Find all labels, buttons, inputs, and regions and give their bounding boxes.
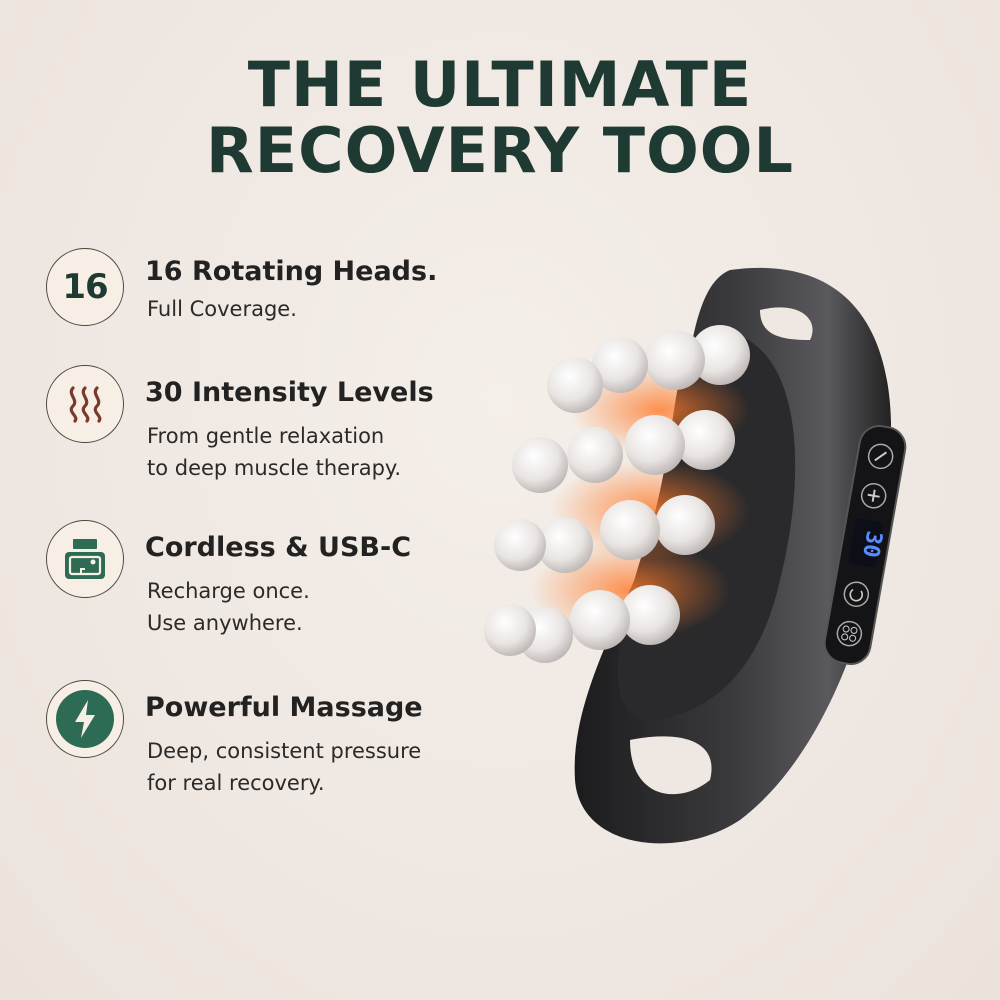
heat-waves-icon bbox=[46, 365, 124, 443]
massager-device-image: 30 bbox=[480, 260, 910, 860]
device-display-value: 30 bbox=[857, 529, 886, 559]
feature-desc-1: From gentle relaxation bbox=[147, 424, 385, 448]
battery-charger-icon bbox=[46, 520, 124, 598]
feature-title: 16 Rotating Heads. bbox=[145, 256, 438, 287]
feature-desc-1: Deep, consistent pressure bbox=[147, 739, 422, 763]
feature-desc-1: Recharge once. bbox=[147, 579, 310, 603]
headline-line-1: THE ULTIMATE bbox=[247, 48, 753, 121]
number-16-badge: 16 bbox=[46, 248, 124, 326]
feature-desc-2: for real recovery. bbox=[147, 771, 325, 795]
feature-title: Powerful Massage bbox=[145, 692, 423, 723]
feature-desc-2: to deep muscle therapy. bbox=[147, 456, 402, 480]
headline-line-2: RECOVERY TOOL bbox=[205, 114, 794, 187]
feature-desc: Full Coverage. bbox=[147, 297, 297, 321]
lightning-bolt-icon bbox=[46, 680, 124, 758]
feature-title: 30 Intensity Levels bbox=[145, 377, 434, 408]
page-headline: THE ULTIMATE RECOVERY TOOL bbox=[0, 52, 1000, 184]
feature-desc-2: Use anywhere. bbox=[147, 611, 303, 635]
feature-title: Cordless & USB-C bbox=[145, 532, 412, 563]
